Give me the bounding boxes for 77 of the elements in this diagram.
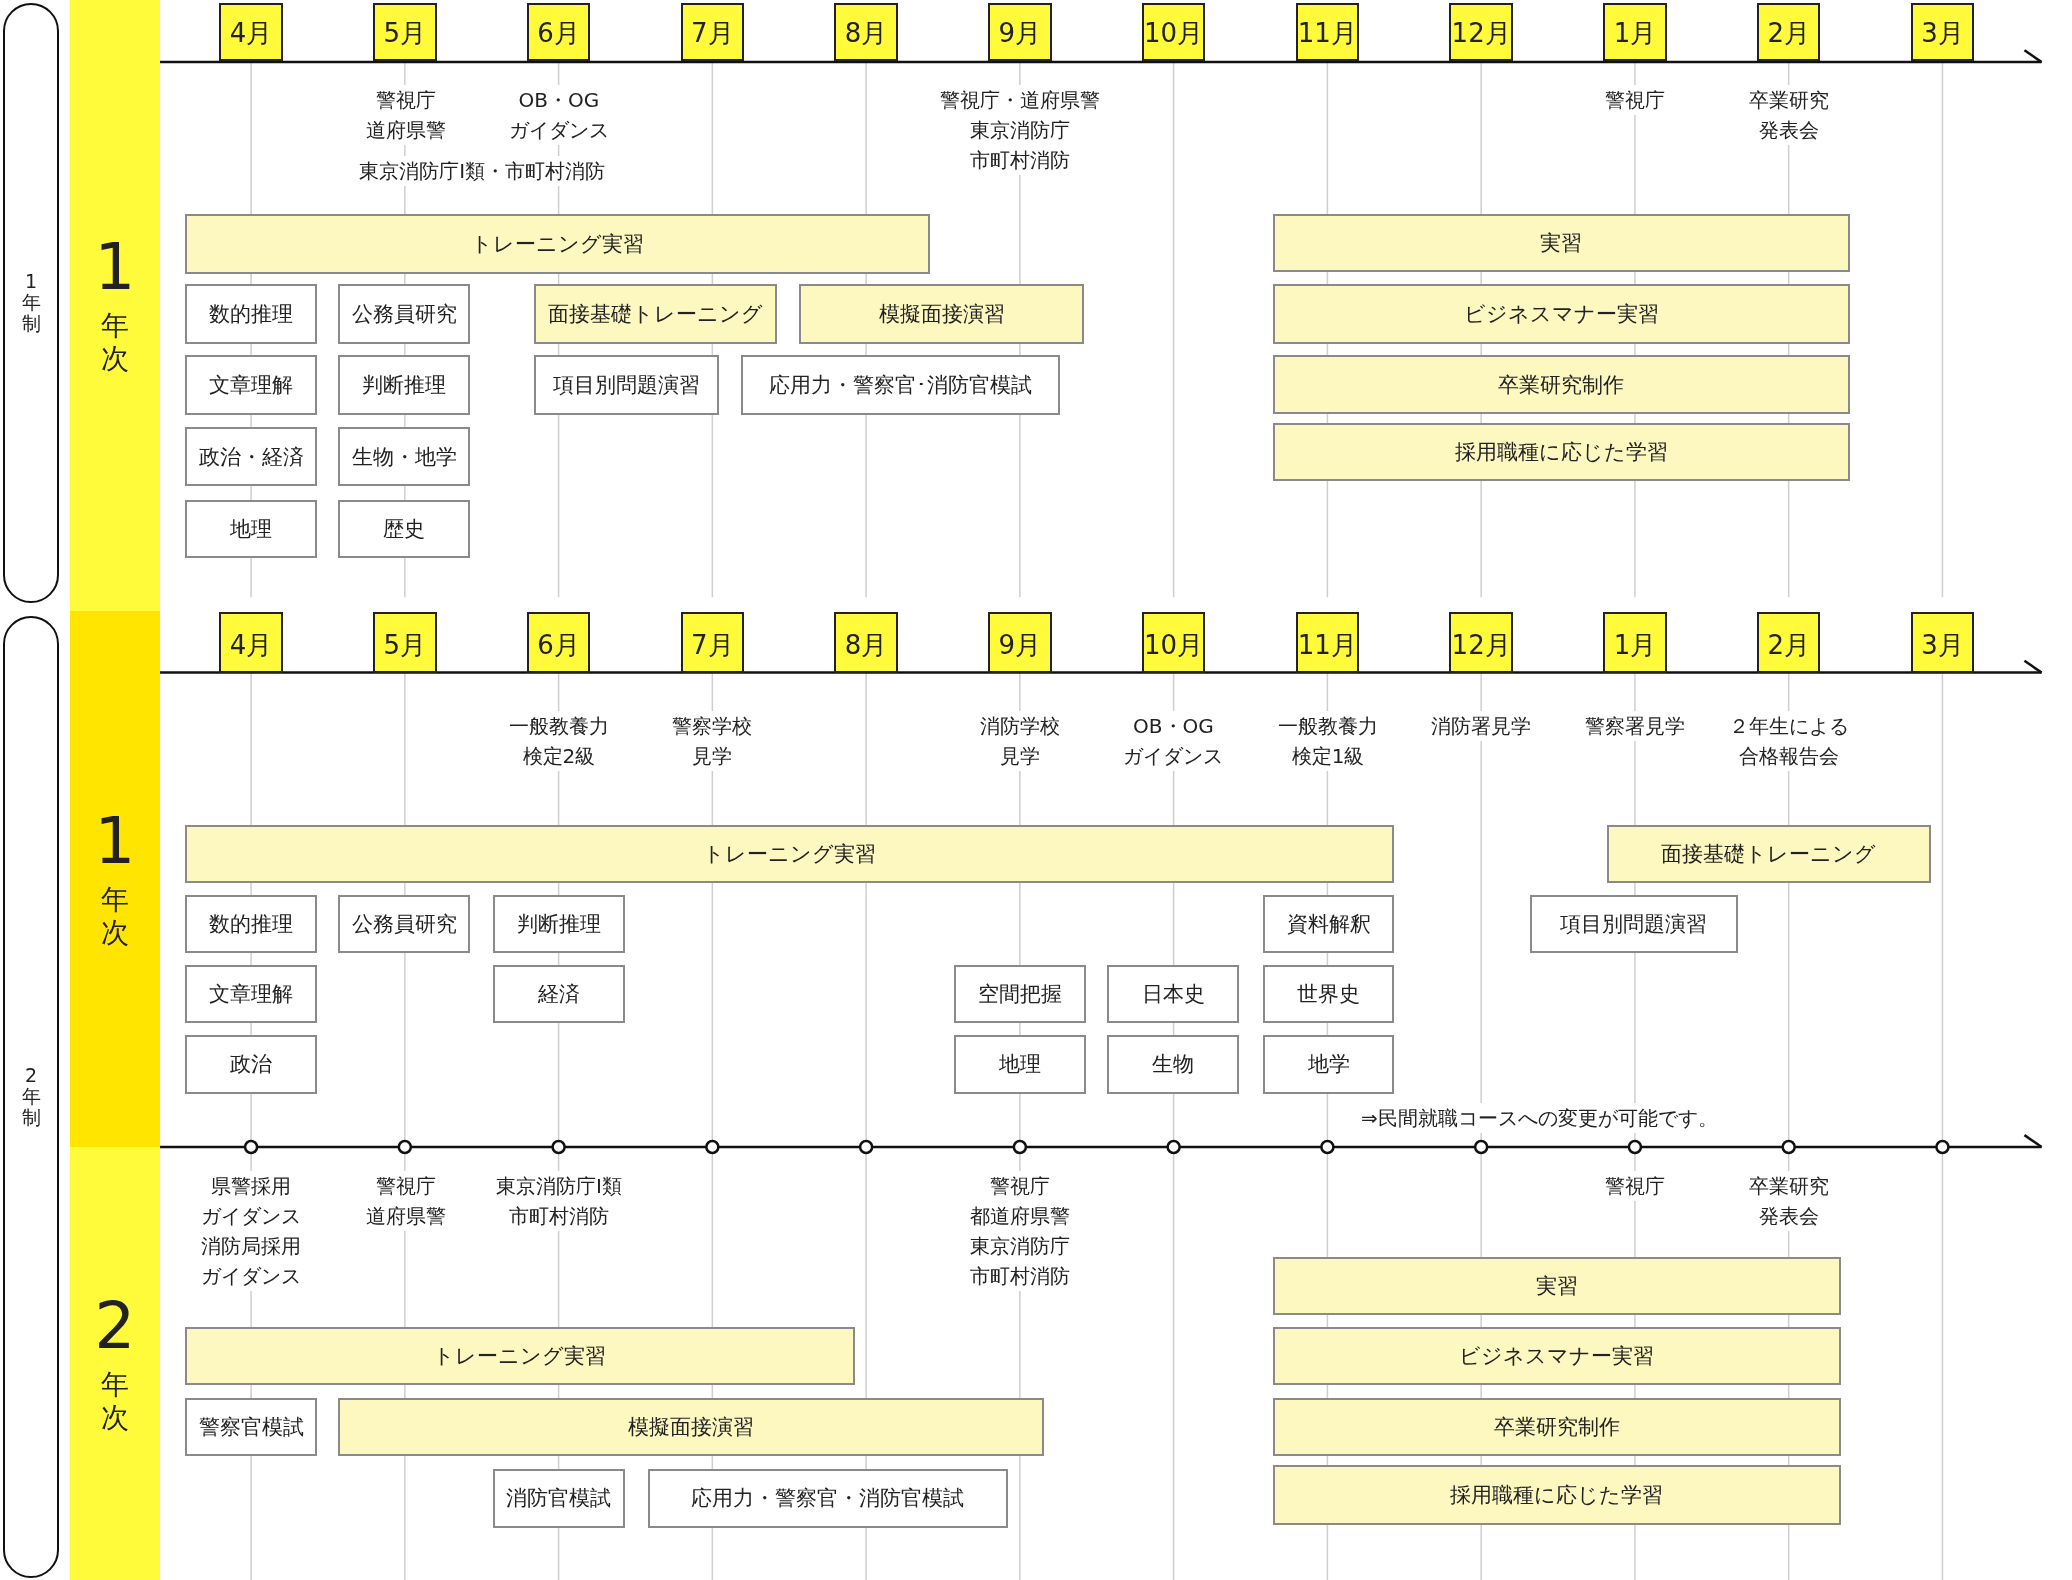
year-band: [70, 0, 160, 611]
subject-box: 応用力・警察官･消防官模試: [741, 355, 1060, 415]
subject-box: 経済: [492, 964, 626, 1023]
subject-box: 公務員研究: [338, 894, 471, 953]
month-marker: 7月: [680, 2, 745, 61]
month-marker: 6月: [526, 2, 591, 61]
activity-bar: 面接基礎トレーニング: [533, 284, 777, 344]
subject-box: 判断推理: [338, 355, 471, 415]
year-number: 2: [94, 1293, 136, 1358]
subject-box: 公務員研究: [338, 284, 471, 344]
subject-box: 数的推理: [185, 284, 318, 344]
month-marker: 9月: [988, 2, 1052, 61]
subject-box: 資料解釈: [1263, 894, 1395, 953]
month-marker: 9月: [988, 611, 1052, 673]
month-marker: 3月: [1910, 611, 1975, 673]
year-band: [70, 610, 160, 1147]
subject-box: 警察官模試: [185, 1398, 318, 1457]
year-label: 年次: [100, 882, 129, 949]
activity-bar: トレーニング実習: [185, 1326, 855, 1385]
activity-bar: ビジネスマナー実習: [1272, 284, 1850, 344]
activity-bar: ビジネスマナー実習: [1272, 1326, 1841, 1385]
subject-box: 生物: [1107, 1034, 1240, 1095]
month-marker: 10月: [1141, 2, 1206, 61]
month-marker: 4月: [219, 2, 283, 61]
subject-box: 世界史: [1263, 964, 1395, 1023]
month-marker: 2月: [1756, 611, 1821, 673]
subject-box: 日本史: [1107, 964, 1240, 1023]
year-band: [70, 1147, 160, 1580]
activity-bar: 面接基礎トレーニング: [1606, 824, 1931, 883]
activity-bar: トレーニング実習: [185, 824, 1395, 883]
month-marker: 7月: [680, 611, 745, 673]
course-label-pill: 2年制: [2, 615, 60, 1578]
month-marker: 6月: [526, 611, 591, 673]
activity-bar: 実習: [1272, 1256, 1841, 1315]
year-label: 年次: [100, 309, 129, 376]
subject-box: 項目別問題演習: [1530, 894, 1738, 953]
month-marker: 5月: [373, 2, 437, 61]
subject-box: 文章理解: [185, 964, 318, 1023]
year-label: 年次: [100, 1367, 129, 1434]
activity-bar: 採用職種に応じた学習: [1272, 1465, 1841, 1525]
subject-box: 政治: [185, 1034, 318, 1095]
month-marker: 12月: [1449, 2, 1513, 61]
subject-box: 地理: [185, 499, 318, 558]
subject-box: 歴史: [338, 499, 471, 558]
month-marker: 10月: [1141, 611, 1206, 673]
month-marker: 1月: [1603, 611, 1667, 673]
subject-box: 消防官模試: [492, 1469, 626, 1528]
subject-box: 地理: [954, 1034, 1087, 1095]
month-marker: 8月: [834, 611, 898, 673]
activity-bar: 卒業研究制作: [1272, 355, 1850, 414]
subject-box: 文章理解: [185, 355, 318, 415]
month-marker: 2月: [1756, 2, 1821, 61]
year-number: 1: [94, 235, 136, 300]
month-marker: 3月: [1910, 2, 1975, 61]
activity-bar: トレーニング実習: [185, 214, 931, 274]
month-marker: 1月: [1603, 2, 1667, 61]
activity-bar: 模擬面接演習: [338, 1398, 1044, 1457]
month-marker: 11月: [1295, 611, 1360, 673]
subject-box: 数的推理: [185, 894, 318, 953]
month-marker: 11月: [1295, 2, 1360, 61]
subject-box: 空間把握: [954, 964, 1087, 1023]
month-marker: 12月: [1449, 611, 1513, 673]
subject-box: 地学: [1263, 1034, 1395, 1095]
course-label-pill: 1年制: [2, 2, 60, 603]
activity-bar: 卒業研究制作: [1272, 1398, 1841, 1457]
month-marker: 5月: [373, 611, 437, 673]
subject-box: 生物・地学: [338, 426, 471, 487]
month-marker: 4月: [219, 611, 283, 673]
subject-box: 応用力・警察官・消防官模試: [647, 1469, 1009, 1528]
subject-box: 政治・経済: [185, 426, 318, 487]
activity-bar: 模擬面接演習: [799, 284, 1084, 344]
month-marker: 8月: [834, 2, 898, 61]
activity-bar: 実習: [1272, 214, 1850, 273]
subject-box: 項目別問題演習: [533, 355, 719, 415]
subject-box: 判断推理: [492, 894, 626, 953]
year-number: 1: [94, 808, 136, 873]
activity-bar: 採用職種に応じた学習: [1272, 422, 1850, 481]
